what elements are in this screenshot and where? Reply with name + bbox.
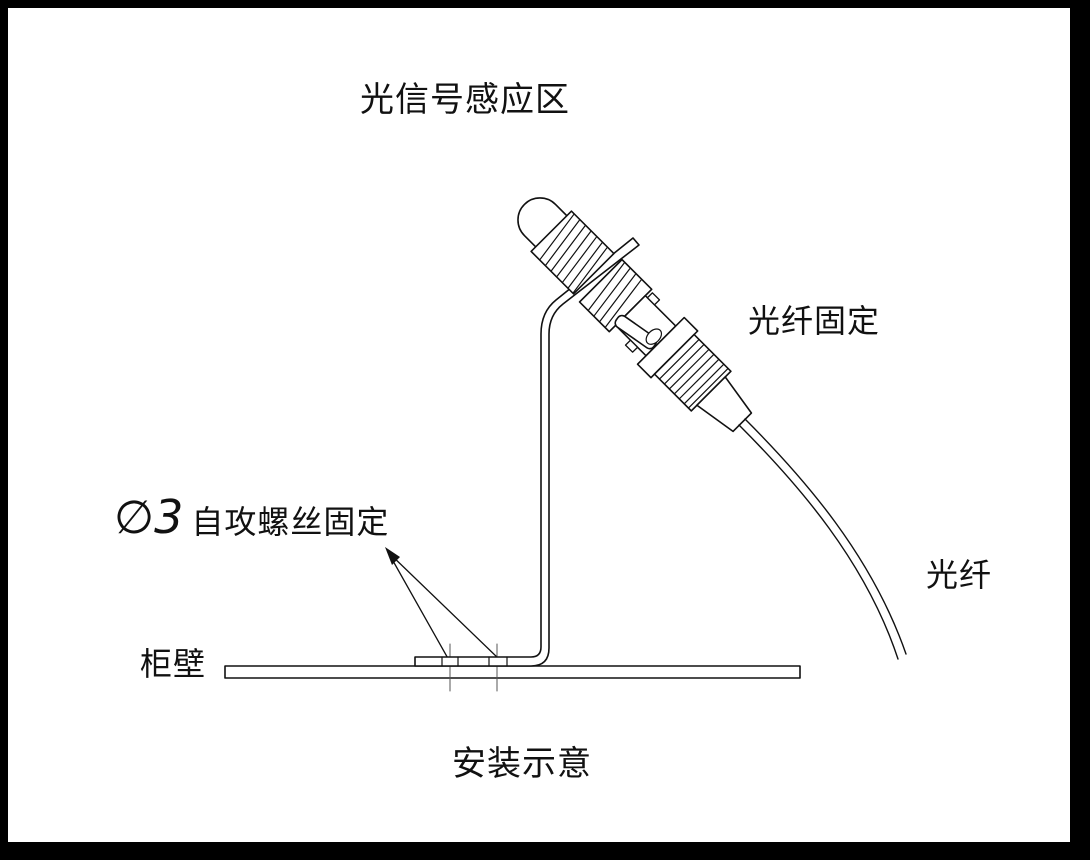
led-dome-shape bbox=[517, 197, 578, 258]
screw-fixing-text: 自攻螺丝固定 bbox=[191, 503, 390, 541]
label-sensing-area: 光信号感应区 bbox=[360, 80, 570, 120]
threaded-section bbox=[530, 210, 615, 295]
mounting-bracket-shape bbox=[414, 237, 640, 667]
fiber-cable-line bbox=[738, 418, 907, 660]
label-cabinet-wall: 柜壁 bbox=[140, 645, 207, 683]
knurled-grip bbox=[653, 333, 732, 412]
leader-lines bbox=[387, 551, 500, 663]
screw-centerlines bbox=[449, 643, 498, 692]
screw-heads bbox=[441, 656, 508, 667]
diagram-caption: 安装示意 bbox=[452, 744, 592, 784]
ferrule-tip bbox=[645, 328, 663, 345]
screw-diameter-symbol: ∅3 bbox=[114, 490, 184, 544]
label-fiber: 光纤 bbox=[926, 556, 993, 594]
cable-boot bbox=[696, 376, 753, 433]
leader-arrow bbox=[385, 547, 400, 565]
label-screw-fixing: ∅3 自攻螺丝固定 bbox=[114, 490, 389, 545]
label-fiber-fixing: 光纤固定 bbox=[748, 302, 881, 340]
cabinet-wall-shape bbox=[224, 665, 801, 679]
